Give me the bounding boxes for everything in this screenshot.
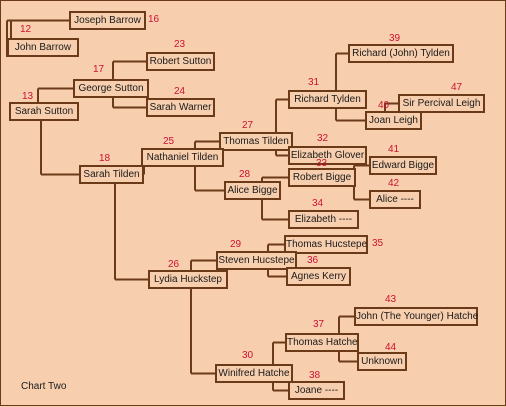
person-number-elizabeth-glover: 32 [317, 133, 329, 144]
person-box-joane-dash: Joane ---- [288, 381, 345, 400]
person-box-edward-bigge: Edward Bigge [369, 156, 437, 175]
person-box-agnes-kerry: Agnes Kerry [286, 267, 351, 286]
person-number-agnes-kerry: 36 [307, 255, 319, 266]
person-number-edward-bigge: 41 [388, 144, 400, 155]
person-number-sarah-sutton: 13 [22, 91, 34, 102]
person-box-john-barrow: John Barrow [7, 38, 79, 57]
person-box-robert-bigge: Robert Bigge [288, 168, 356, 187]
person-number-joane-dash: 38 [309, 370, 321, 381]
person-box-sarah-sutton: Sarah Sutton [9, 102, 79, 121]
person-box-sarah-tilden: Sarah Tilden [79, 165, 144, 184]
person-number-sarah-warner: 24 [174, 86, 186, 97]
person-box-sarah-warner: Sarah Warner [146, 98, 215, 117]
person-number-joan-leigh: 40 [378, 100, 390, 111]
person-box-elizabeth-glover: Elizabeth Glover [288, 146, 367, 165]
person-number-lydia-huckstep: 26 [168, 259, 180, 270]
person-number-joseph-barrow: 16 [148, 14, 160, 25]
person-number-richard-john-tylden: 39 [389, 33, 401, 44]
person-number-john-younger-hatche: 43 [385, 294, 397, 305]
person-number-richard-tylden: 31 [308, 77, 320, 88]
person-box-thomas-hucstepe: Thomas Hucstepe [284, 235, 368, 254]
person-box-richard-tylden: Richard Tylden [288, 90, 367, 109]
person-number-winifred-hatche: 30 [242, 350, 254, 361]
person-number-sarah-tilden: 18 [99, 153, 111, 164]
chart-caption: Chart Two [21, 381, 67, 392]
person-number-thomas-hatche: 37 [313, 319, 325, 330]
person-number-robert-sutton: 23 [174, 39, 186, 50]
person-box-percival-leigh: Sir Percival Leigh [398, 94, 485, 113]
person-box-joan-leigh: Joan Leigh [365, 111, 422, 130]
person-box-thomas-tilden: Thomas Tilden [219, 132, 293, 151]
person-number-elizabeth-dash: 34 [312, 198, 324, 209]
person-box-thomas-hatche: Thomas Hatche [285, 333, 359, 352]
person-box-nathaniel-tilden: Nathaniel Tilden [141, 148, 224, 167]
person-number-george-sutton: 17 [93, 64, 105, 75]
person-number-alice-dash: 42 [388, 178, 400, 189]
person-number-unknown: 44 [385, 342, 397, 353]
person-box-robert-sutton: Robert Sutton [146, 52, 215, 71]
person-number-percival-leigh: 47 [451, 82, 463, 93]
person-box-elizabeth-dash: Elizabeth ---- [288, 210, 359, 229]
person-number-thomas-tilden: 27 [242, 120, 254, 131]
person-box-richard-john-tylden: Richard (John) Tylden [348, 44, 454, 63]
person-number-alice-bigge: 28 [239, 169, 251, 180]
person-number-nathaniel-tilden: 25 [163, 136, 175, 147]
person-box-winifred-hatche: Winifred Hatche [215, 364, 293, 383]
person-box-george-sutton: George Sutton [73, 79, 149, 98]
person-box-steven-hucstepe: Steven Hucstepe [216, 251, 297, 270]
person-box-alice-bigge: Alice Bigge [224, 181, 281, 200]
person-box-lydia-huckstep: Lydia Huckstep [148, 270, 228, 289]
person-number-robert-bigge: 33 [316, 158, 328, 169]
person-box-john-younger-hatche: John (The Younger) Hatche [354, 307, 478, 326]
person-box-unknown: Unknown [357, 352, 407, 371]
person-box-joseph-barrow: Joseph Barrow [69, 11, 146, 30]
person-box-alice-dash: Alice ---- [369, 190, 421, 209]
person-number-steven-hucstepe: 29 [230, 239, 242, 250]
person-number-thomas-hucstepe: 35 [372, 238, 384, 249]
person-number-john-barrow: 12 [20, 24, 32, 35]
